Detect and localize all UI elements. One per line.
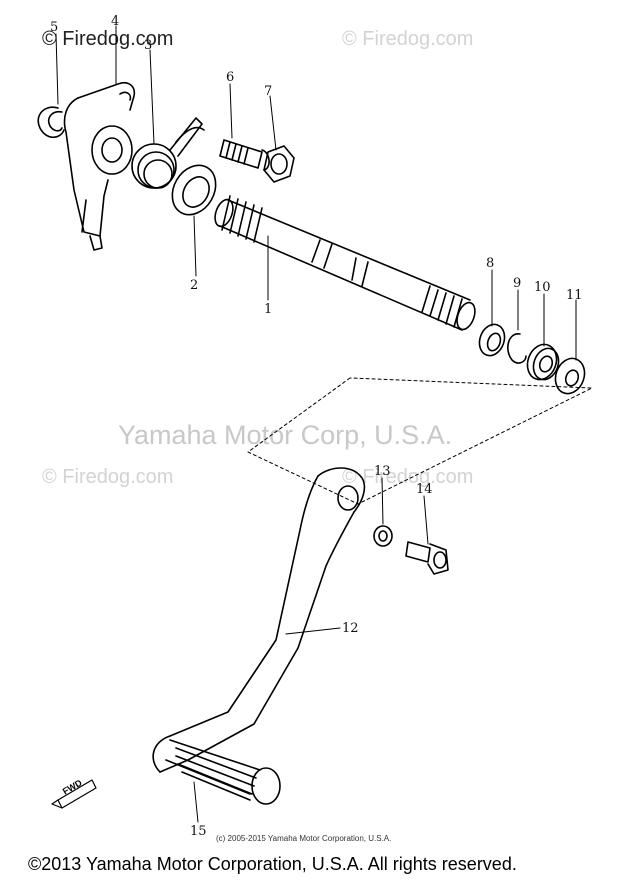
callout-14: 14: [416, 482, 433, 497]
small-copyright: (c) 2005-2015 Yamaha Motor Corporation, …: [216, 834, 392, 843]
washer-part-13: [373, 525, 393, 547]
callout-5: 5: [50, 20, 59, 35]
shift-pedal-part-12: [152, 467, 366, 805]
watermark-top-left: © Firedog.com: [42, 28, 174, 50]
callout-3: 3: [144, 38, 153, 53]
callout-15: 15: [190, 824, 207, 839]
callout-4: 4: [111, 14, 120, 29]
bolt-part-14: [405, 541, 449, 575]
watermark-top-right: © Firedog.com: [342, 28, 474, 50]
callout-12: 12: [342, 621, 359, 636]
screw-part-6: [219, 139, 270, 171]
shift-shaft-part-1: [214, 195, 476, 331]
callout-8: 8: [486, 256, 495, 271]
shift-arm-part-4: [63, 81, 136, 251]
watermark-mid-left: © Firedog.com: [42, 466, 174, 488]
callout-13: 13: [374, 464, 391, 479]
callout-9: 9: [513, 276, 522, 291]
watermark-mid-right: © Firedog.com: [342, 466, 474, 488]
callout-7: 7: [264, 84, 273, 99]
washer-part-2: [171, 164, 217, 216]
washer-part-8: [478, 323, 506, 357]
circlip-part-5: [37, 106, 65, 139]
callout-10: 10: [534, 280, 551, 295]
callout-11: 11: [566, 288, 583, 303]
footer-copyright: ©2013 Yamaha Motor Corporation, U.S.A. A…: [28, 854, 517, 874]
leader-lines: [55, 25, 577, 823]
circlip-part-9: [507, 333, 527, 364]
fwd-arrow: [51, 779, 97, 809]
assembly-reference-outline: [247, 377, 593, 505]
callout-1: 1: [264, 302, 273, 317]
nut-part-7: [263, 145, 295, 183]
callout-2: 2: [190, 278, 199, 293]
spring-part-3: [131, 117, 205, 189]
callout-6: 6: [226, 70, 235, 85]
oil-seal-part-10: [526, 343, 560, 381]
